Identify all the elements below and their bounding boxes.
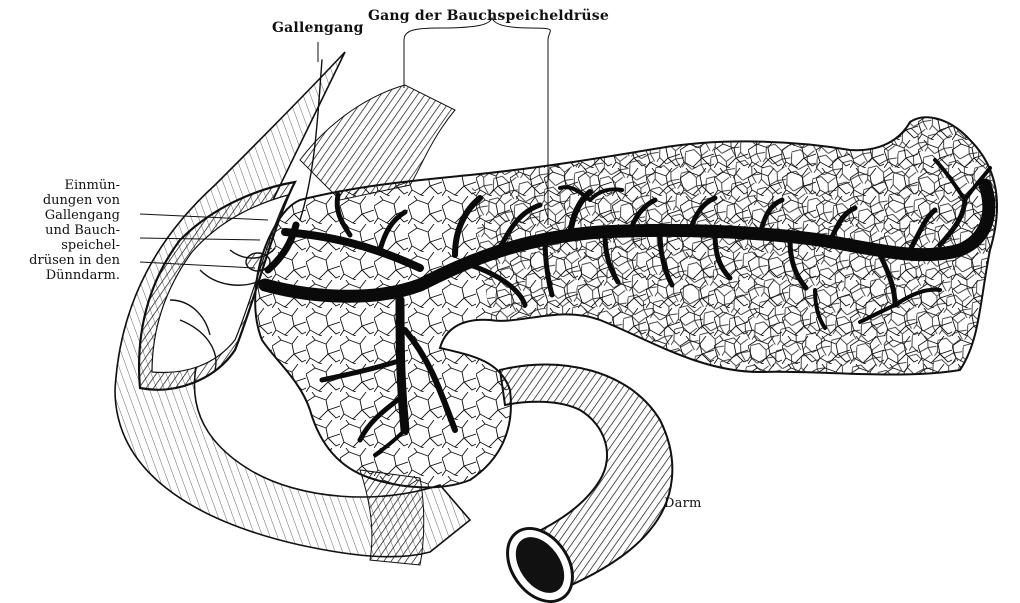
openings-label: Einmün- dungen von Gallengang und Bauch-… [0, 178, 120, 283]
openings-label-line: und Bauch- [0, 223, 120, 238]
openings-label-line: dungen von [0, 193, 120, 208]
intestine [494, 364, 672, 603]
pancreatic-duct-label: Gang der Bauchspeicheldrüse [368, 8, 609, 24]
openings-label-line: drüsen in den [0, 253, 120, 268]
openings-label-line: Gallengang [0, 208, 120, 223]
openings-label-line: speichel- [0, 238, 120, 253]
openings-label-line: Einmün- [0, 178, 120, 193]
intestine-label: Darm [664, 496, 702, 511]
openings-label-line: Dünndarm. [0, 268, 120, 283]
bile-duct-label: Gallengang [272, 20, 364, 36]
